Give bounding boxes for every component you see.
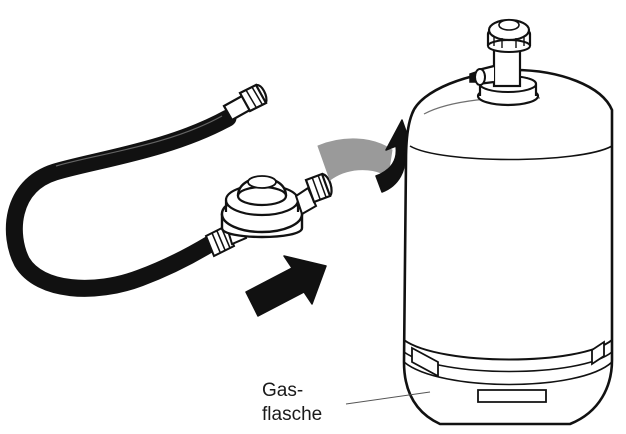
cylinder-label: Gas- flasche (262, 380, 431, 425)
hose-end-fitting (222, 83, 268, 122)
label-leader-line (345, 391, 431, 405)
rotate-arrow-icon (317, 119, 415, 193)
push-arrow-icon (245, 255, 327, 317)
gas-cylinder-icon (402, 18, 614, 426)
regulator-icon (204, 172, 333, 258)
hose-icon (5, 83, 268, 297)
label-line-1: Gas- (262, 380, 303, 401)
cylinder-foot-slots (411, 340, 605, 403)
label-line-2: flasche (262, 404, 322, 425)
cylinder-valve (469, 18, 540, 107)
regulator-outlet-nut (294, 172, 333, 216)
